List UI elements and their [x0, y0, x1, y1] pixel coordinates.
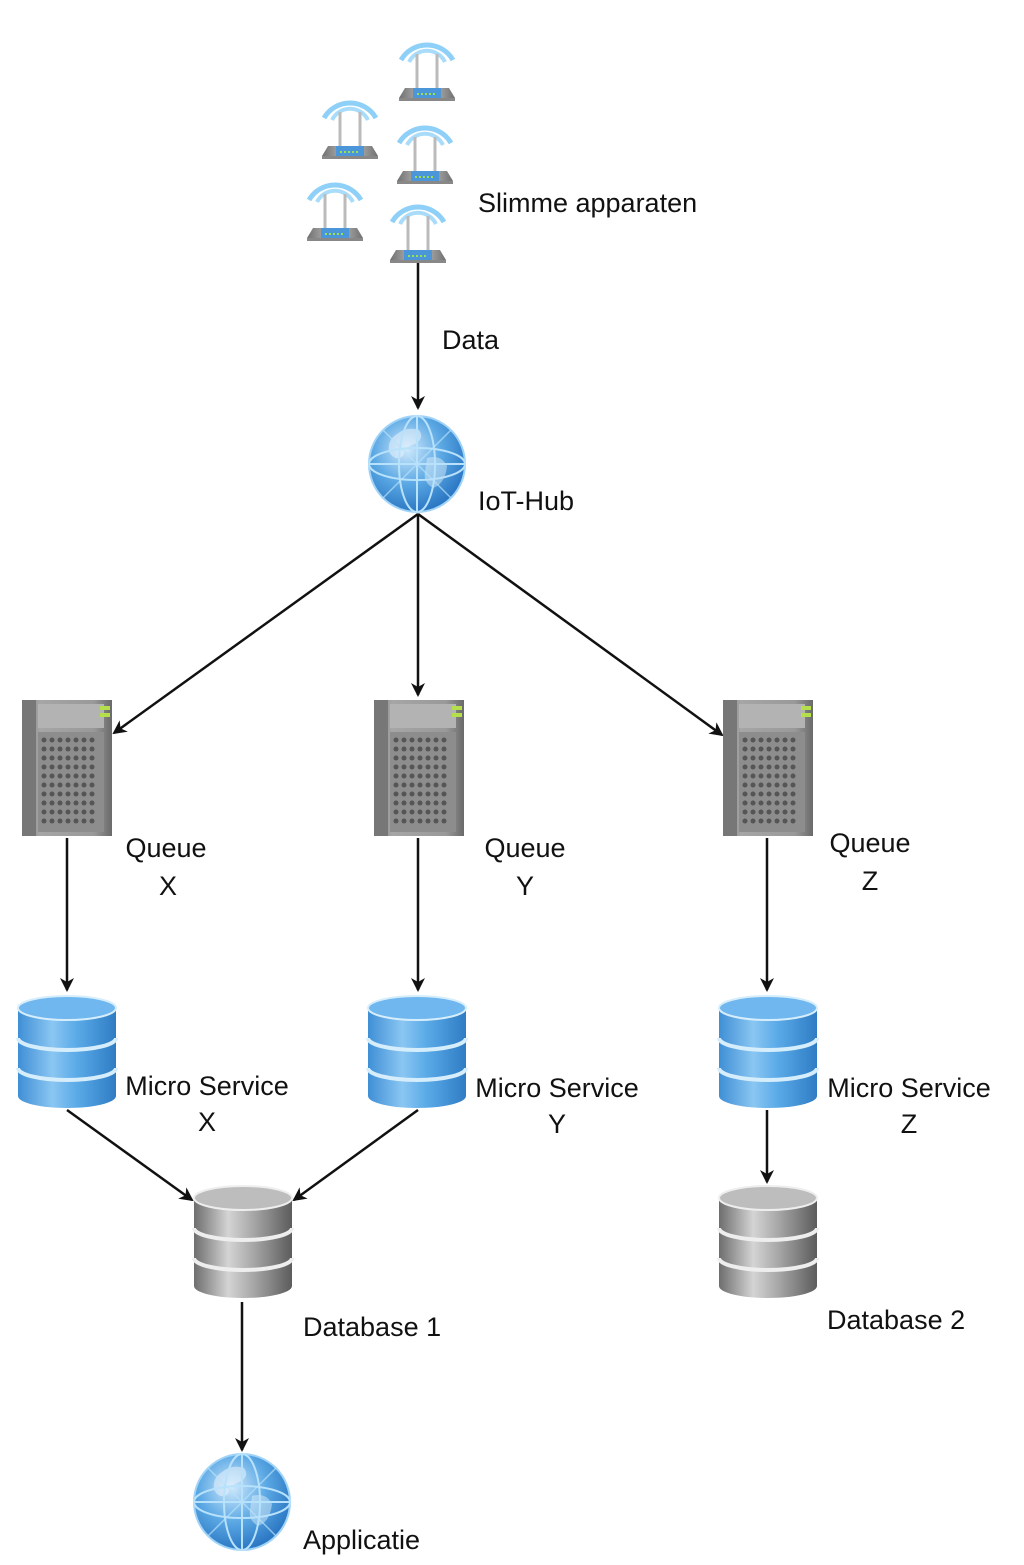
label-ms-x-line1: Micro Service: [125, 1071, 289, 1101]
node-queue-z[interactable]: Queue Z: [723, 700, 911, 896]
edge-ms-x-db1: [66, 1108, 194, 1202]
label-queue-z-line1: Queue: [829, 828, 910, 858]
label-ms-y-line2: Y: [548, 1109, 566, 1139]
edge-ms-y-db1: [292, 1108, 419, 1202]
server-icon: [723, 700, 813, 836]
label-db1: Database 1: [303, 1312, 441, 1342]
node-ms-x[interactable]: Micro Service X: [16, 994, 289, 1137]
node-app[interactable]: Applicatie: [193, 1453, 420, 1555]
label-ms-z-line1: Micro Service: [827, 1073, 991, 1103]
edge-iothub-queue-z: [417, 512, 724, 737]
edge-label-data: Data: [442, 325, 500, 355]
label-queue-y-line2: Y: [516, 871, 534, 901]
label-queue-x-line1: Queue: [125, 833, 206, 863]
label-ms-z-line2: Z: [901, 1109, 918, 1139]
database-gray-icon: [192, 1184, 294, 1300]
label-app: Applicatie: [303, 1525, 420, 1555]
node-queue-y[interactable]: Queue Y: [374, 700, 566, 901]
wifi-router-icon: [390, 207, 446, 263]
node-db2[interactable]: Database 2: [717, 1184, 965, 1335]
label-iothub: IoT-Hub: [478, 486, 574, 516]
node-queue-x[interactable]: Queue X: [22, 700, 207, 901]
server-icon: [374, 700, 464, 836]
node-ms-z[interactable]: Micro Service Z: [717, 994, 991, 1139]
label-ms-y-line1: Micro Service: [475, 1073, 639, 1103]
node-iothub[interactable]: IoT-Hub: [368, 415, 574, 516]
label-devices: Slimme apparaten: [478, 188, 697, 218]
database-blue-icon: [16, 994, 118, 1110]
wifi-router-icon: [397, 128, 453, 184]
edge-iothub-queue-x: [112, 512, 419, 735]
label-queue-x-line2: X: [159, 871, 177, 901]
server-icon: [22, 700, 112, 836]
node-ms-y[interactable]: Micro Service Y: [366, 994, 639, 1139]
database-blue-icon: [717, 994, 819, 1110]
wifi-router-icon: [399, 45, 455, 101]
label-queue-y-line1: Queue: [484, 833, 565, 863]
label-db2: Database 2: [827, 1305, 965, 1335]
node-db1[interactable]: Database 1: [192, 1184, 441, 1342]
database-blue-icon: [366, 994, 468, 1110]
node-devices[interactable]: Slimme apparaten: [307, 45, 697, 263]
database-gray-icon: [717, 1184, 819, 1300]
label-ms-x-line2: X: [198, 1107, 216, 1137]
globe-icon: [368, 415, 466, 513]
globe-icon: [193, 1453, 291, 1551]
label-queue-z-line2: Z: [862, 866, 879, 896]
wifi-router-icon: [307, 185, 363, 241]
wifi-router-icon: [322, 103, 378, 159]
edges: [60, 262, 774, 1452]
